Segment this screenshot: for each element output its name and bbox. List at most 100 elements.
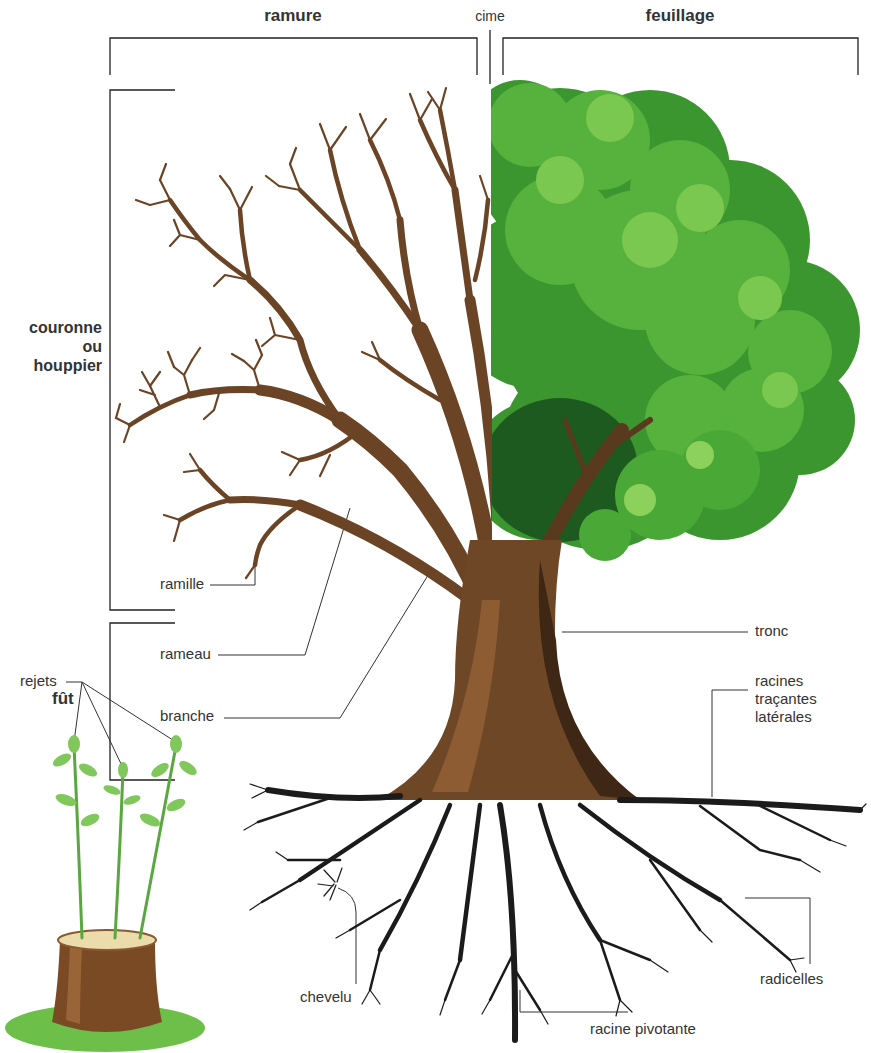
- root-drawing: [244, 784, 866, 1040]
- branch-drawing: [116, 88, 488, 578]
- root-drawing: [600, 940, 650, 960]
- stump-drawing: [138, 811, 162, 829]
- part-label: ramille: [160, 575, 204, 593]
- bracket-label: fût: [52, 689, 74, 709]
- bracket-label: feuillage: [646, 6, 715, 26]
- branch-drawing: [116, 355, 262, 442]
- foliage: [600, 420, 650, 455]
- bracket-label: ramure: [264, 6, 322, 26]
- stump-drawing: [51, 751, 73, 770]
- stump-drawing: [79, 811, 101, 829]
- branch-drawing: [130, 395, 190, 425]
- root-drawing: [380, 805, 450, 950]
- foliage: [491, 80, 860, 561]
- branch-drawing: [190, 190, 470, 505]
- part-label: chevelu: [300, 988, 352, 1006]
- stump-drawing: [5, 735, 205, 1052]
- root-drawing: [600, 940, 620, 1000]
- stump-drawing: [66, 945, 82, 1024]
- foliage: [624, 484, 656, 516]
- leader-line: [224, 572, 430, 718]
- trunk-drawing: [539, 560, 640, 800]
- root-drawing: [500, 805, 515, 1040]
- root-drawing: [720, 900, 790, 960]
- leader-line: [520, 990, 628, 1012]
- branch-drawing: [190, 390, 260, 395]
- root-drawing: [362, 990, 548, 1024]
- root-drawing: [268, 790, 860, 1040]
- bracket-label: couronne ou houppier: [29, 318, 102, 376]
- root-drawing: [540, 805, 600, 940]
- foliage: [586, 94, 634, 142]
- root-drawing: [620, 800, 860, 810]
- stump-drawing: [170, 735, 182, 753]
- root-drawing: [300, 800, 720, 960]
- foliage: [565, 420, 585, 472]
- stump-drawing: [54, 792, 78, 809]
- foliage: [491, 80, 860, 550]
- foliage: [686, 441, 714, 469]
- branch-drawing: [170, 200, 250, 280]
- trunk-drawing: [378, 540, 642, 800]
- root-drawing: [244, 784, 288, 910]
- root-drawing: [336, 804, 866, 972]
- foliage: [738, 276, 782, 320]
- root-drawing: [350, 900, 400, 930]
- bracket: [503, 38, 858, 75]
- trunk-drawing: [378, 540, 642, 800]
- part-label: rejets: [20, 672, 57, 690]
- branch-drawing: [475, 200, 488, 280]
- branch-drawing: [164, 176, 488, 578]
- branch-drawing: [150, 180, 300, 346]
- leader-line: [562, 632, 748, 633]
- part-label: racine pivotante: [590, 1020, 696, 1038]
- branch-drawing: [130, 110, 488, 565]
- stump-drawing: [102, 783, 122, 797]
- stump-drawing: [77, 761, 99, 780]
- root-drawing: [244, 784, 866, 1024]
- stump-drawing: [149, 760, 171, 780]
- branch-drawing: [116, 148, 296, 418]
- root-drawing: [318, 868, 342, 900]
- branch-drawing: [230, 500, 300, 505]
- branch-drawing: [255, 505, 300, 565]
- trunk-drawing: [432, 600, 500, 792]
- foliage: [676, 184, 724, 232]
- branch-drawing: [180, 500, 230, 520]
- branch-drawing: [300, 505, 470, 600]
- stump-drawing: [177, 758, 199, 778]
- stump-drawing: [115, 770, 123, 938]
- root-drawing: [258, 798, 330, 822]
- bracket-label: cime: [475, 8, 505, 25]
- stump-drawing: [52, 940, 162, 1032]
- stump-drawing: [165, 796, 187, 814]
- stump-drawing: [74, 746, 82, 938]
- root-drawing: [288, 859, 340, 862]
- part-label: radicelles: [760, 970, 823, 988]
- stump-drawing: [140, 746, 176, 938]
- root-drawing: [268, 790, 400, 798]
- foliage: [579, 509, 631, 561]
- root-drawing: [258, 798, 830, 1010]
- foliage: [645, 265, 755, 375]
- branch-drawing: [279, 88, 446, 190]
- root-drawing: [515, 970, 540, 1010]
- root-drawing: [460, 805, 480, 960]
- stump-drawing: [51, 735, 199, 829]
- part-label: racines traçantes latérales: [755, 672, 817, 726]
- foliage: [762, 372, 798, 408]
- branch-drawing: [470, 300, 492, 540]
- stump-drawing: [68, 735, 80, 753]
- foliage: [536, 156, 584, 204]
- branch-drawing: [455, 190, 470, 300]
- foliage: [622, 212, 678, 268]
- root-drawing: [262, 880, 300, 902]
- branch-drawing: [370, 140, 400, 220]
- branch-drawing: [260, 300, 492, 600]
- branch-drawing: [116, 88, 492, 600]
- branch-drawing: [400, 220, 420, 330]
- stump-drawing: [122, 793, 142, 807]
- foliage: [536, 94, 798, 408]
